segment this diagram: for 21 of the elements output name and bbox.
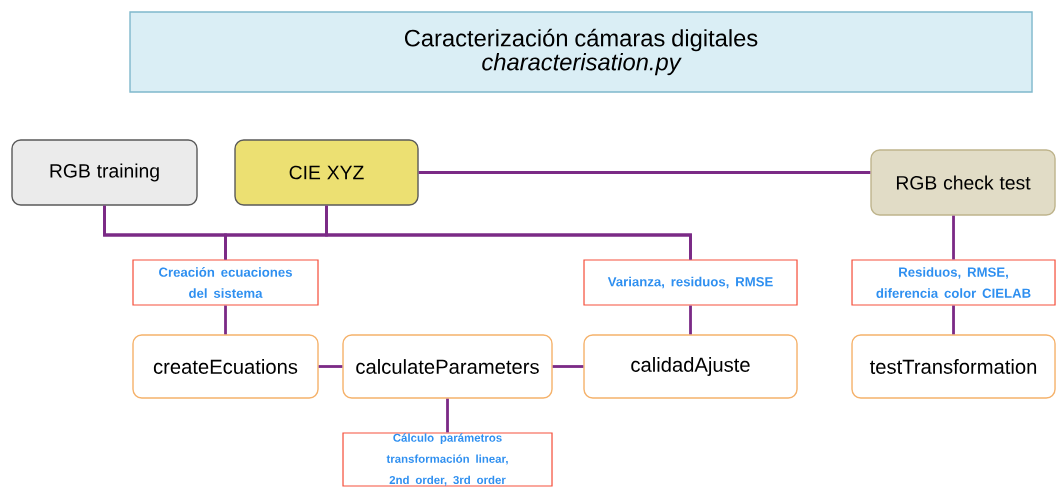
input-box: RGB check test — [870, 149, 1056, 216]
connector-line — [418, 171, 871, 174]
connector-line — [318, 365, 343, 368]
annotation-box: Residuos, RMSE, diferencia color CIELAB — [851, 259, 1056, 306]
input-box: CIE XYZ — [234, 139, 419, 206]
connector-line — [689, 305, 692, 335]
connector-line — [446, 398, 449, 433]
connector-line — [952, 305, 955, 335]
connector-line — [325, 205, 692, 260]
annotation-box: Creación ecuaciones del sistema — [132, 259, 319, 306]
title-box: Caracterización cámaras digitales characterisation.py — [129, 11, 1033, 93]
annotation-box: Cálculo parámetros transformación linear, 2nd order, 3rd order — [342, 432, 553, 487]
function-box: createEcuations — [132, 334, 319, 399]
function-box: calidadAjuste — [583, 334, 798, 399]
annotation-box: Varianza, residuos, RMSE — [583, 259, 798, 306]
connector-line — [224, 305, 227, 335]
input-box: RGB training — [11, 139, 198, 206]
connector-line — [952, 215, 955, 260]
function-box: testTransformation — [851, 334, 1056, 399]
connector-line — [552, 365, 584, 368]
function-box: calculateParameters — [342, 334, 553, 399]
